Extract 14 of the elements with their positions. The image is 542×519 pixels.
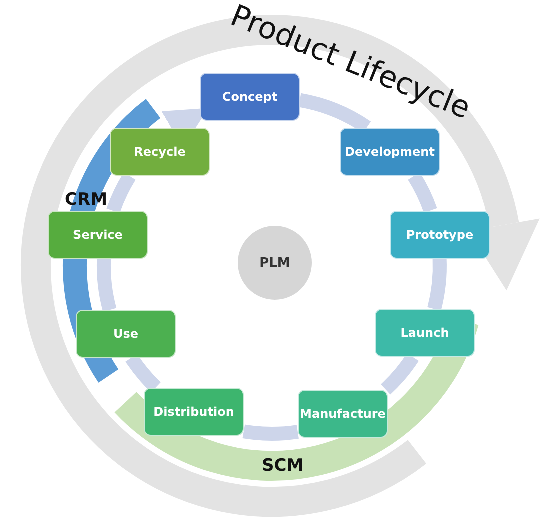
stage-box: Launch bbox=[375, 309, 475, 357]
cycle-connector bbox=[243, 424, 299, 441]
stage-box: Distribution bbox=[144, 388, 244, 436]
stage-box: Service bbox=[48, 211, 148, 259]
stage-box: Recycle bbox=[110, 128, 210, 176]
band-label: SCM bbox=[262, 456, 304, 476]
stage-box: Development bbox=[340, 128, 440, 176]
cycle-connector bbox=[97, 259, 117, 312]
stage-box: Prototype bbox=[390, 211, 490, 259]
stage-box: Concept bbox=[200, 73, 300, 121]
stage-box: Manufacture bbox=[298, 390, 388, 438]
stage-box: Use bbox=[76, 310, 176, 358]
hub-circle: PLM bbox=[238, 226, 312, 300]
cycle-connector bbox=[428, 258, 447, 311]
